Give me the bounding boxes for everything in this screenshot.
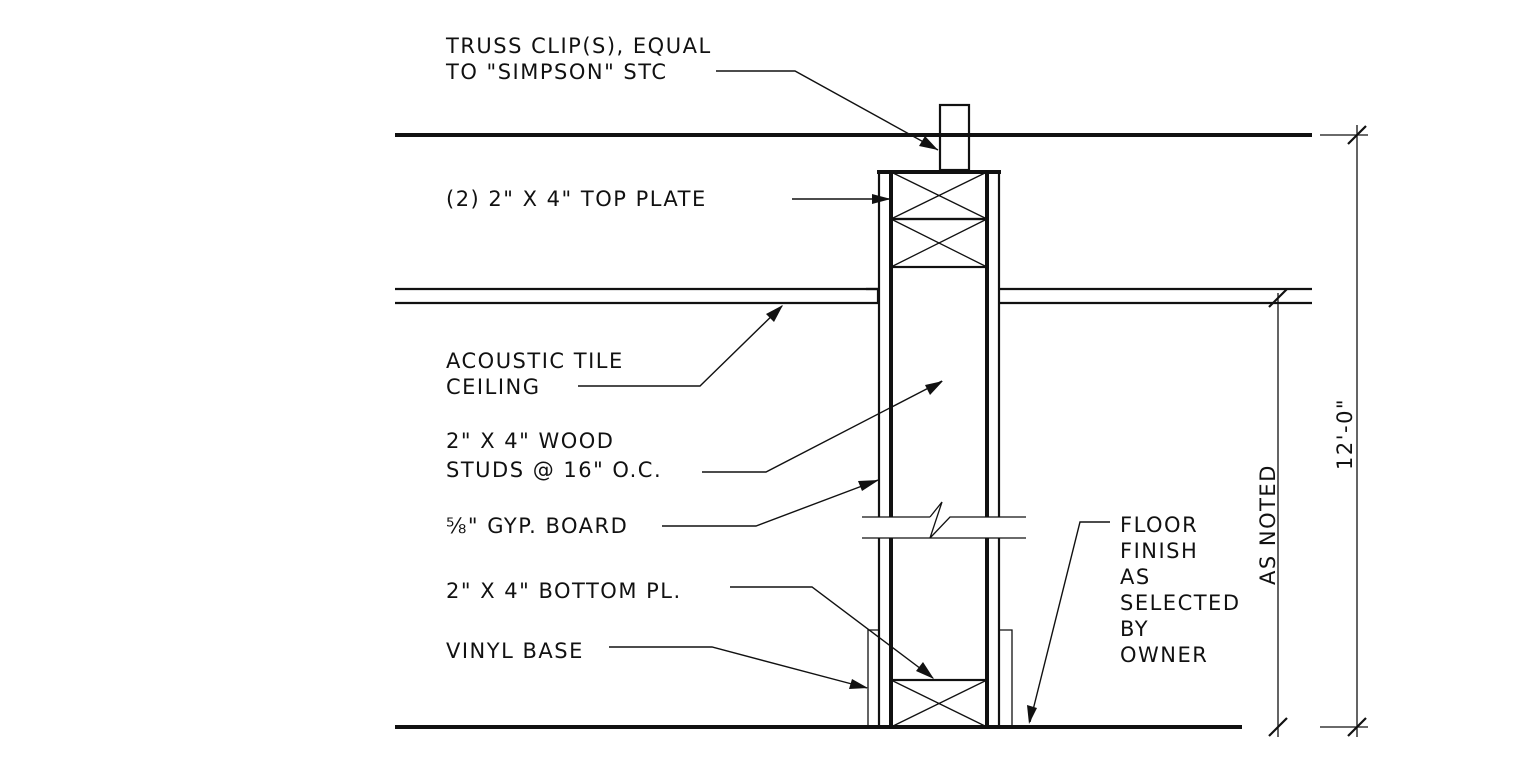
- top-plate-lower: [889, 217, 989, 269]
- overall-height-dimension: [1320, 125, 1368, 737]
- floor-finish-label-line4: SELECTED: [1120, 591, 1241, 615]
- truss-clip-leader: [716, 70, 939, 151]
- bottom-plate: [889, 678, 989, 729]
- studs-label-line1: 2" X 4" WOOD: [446, 429, 614, 453]
- floor-finish-label-line3: AS: [1120, 565, 1151, 589]
- ceiling-leader: [578, 305, 783, 387]
- floor-finish-leader: [1027, 521, 1110, 724]
- acoustic-ceiling-left: [395, 287, 880, 305]
- bottom-plate-label: 2" X 4" BOTTOM PL.: [446, 579, 682, 603]
- truss-clip-block: [938, 103, 971, 172]
- ceiling-height-dimension: [1268, 288, 1288, 737]
- ceiling-label-line2: CEILING: [446, 375, 541, 399]
- top-plate-upper: [889, 170, 989, 221]
- top-plate-leader: [792, 194, 891, 204]
- ceiling-label-line1: ACOUSTIC TILE: [446, 349, 624, 373]
- floor-finish-label-line2: FINISH: [1120, 539, 1198, 563]
- vinyl-base-label: VINYL BASE: [446, 639, 584, 663]
- bottom-plate-leader: [730, 586, 934, 679]
- overall-height-dimension-text: 12'-0": [1333, 398, 1357, 470]
- truss-clip-label-line1: TRUSS CLIP(S), EQUAL: [445, 34, 712, 58]
- vinyl-base-leader: [609, 646, 868, 689]
- ceiling-height-dimension-text: AS NOTED: [1256, 464, 1280, 585]
- vinyl-base-right: [999, 629, 1013, 727]
- floor-finish-label-line1: FLOOR: [1120, 513, 1198, 537]
- vinyl-base-left: [867, 629, 879, 727]
- floor-finish-label-line5: BY: [1120, 617, 1149, 641]
- truss-clip-label-line2: TO "SIMPSON" STC: [445, 60, 668, 84]
- wall-break-symbol: [862, 501, 1026, 539]
- top-plate-label: (2) 2" X 4" TOP PLATE: [446, 187, 707, 211]
- gyp-board-leader: [662, 479, 879, 527]
- studs-label-line2: STUDS @ 16" O.C.: [446, 458, 662, 482]
- acoustic-ceiling-right: [1000, 287, 1312, 305]
- floor-finish-label-line6: OWNER: [1120, 643, 1208, 667]
- studs-leader: [702, 380, 943, 473]
- gyp-board-label: ⅝" GYP. BOARD: [446, 514, 628, 538]
